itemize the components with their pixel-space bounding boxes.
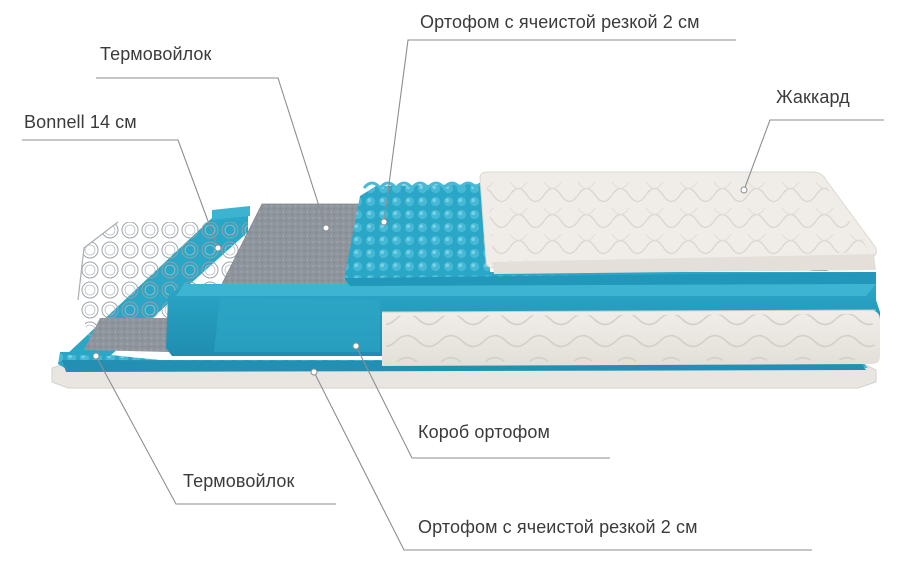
label-orthofoam-top: Ортофом с ячеистой резкой 2 см [420,12,700,32]
label-thermofelt-top: Термовойлок [100,44,212,64]
leader-box-orthofoam [355,345,610,459]
leader-thermofelt-bottom [95,355,336,505]
leader-bonnell [22,139,219,249]
label-bonnell: Bonnell 14 см [24,112,137,132]
bottom-thermofelt-layer [84,318,172,352]
label-box-orthofoam: Короб ортофом [418,422,551,442]
leader-dots [92,186,748,376]
leader-orthofoam-bottom [313,371,812,551]
label-thermofelt-bottom: Термовойлок [183,471,295,491]
leader-lines [22,39,884,551]
leader-jacquard [743,119,884,191]
leader-thermofelt-top [96,77,327,229]
leader-orthofoam-top [383,39,736,223]
label-orthofoam-bottom: Ортофом с ячеистой резкой 2 см [418,517,698,537]
label-jacquard: Жаккард [776,87,850,107]
top-orthofoam-layer [344,184,876,284]
